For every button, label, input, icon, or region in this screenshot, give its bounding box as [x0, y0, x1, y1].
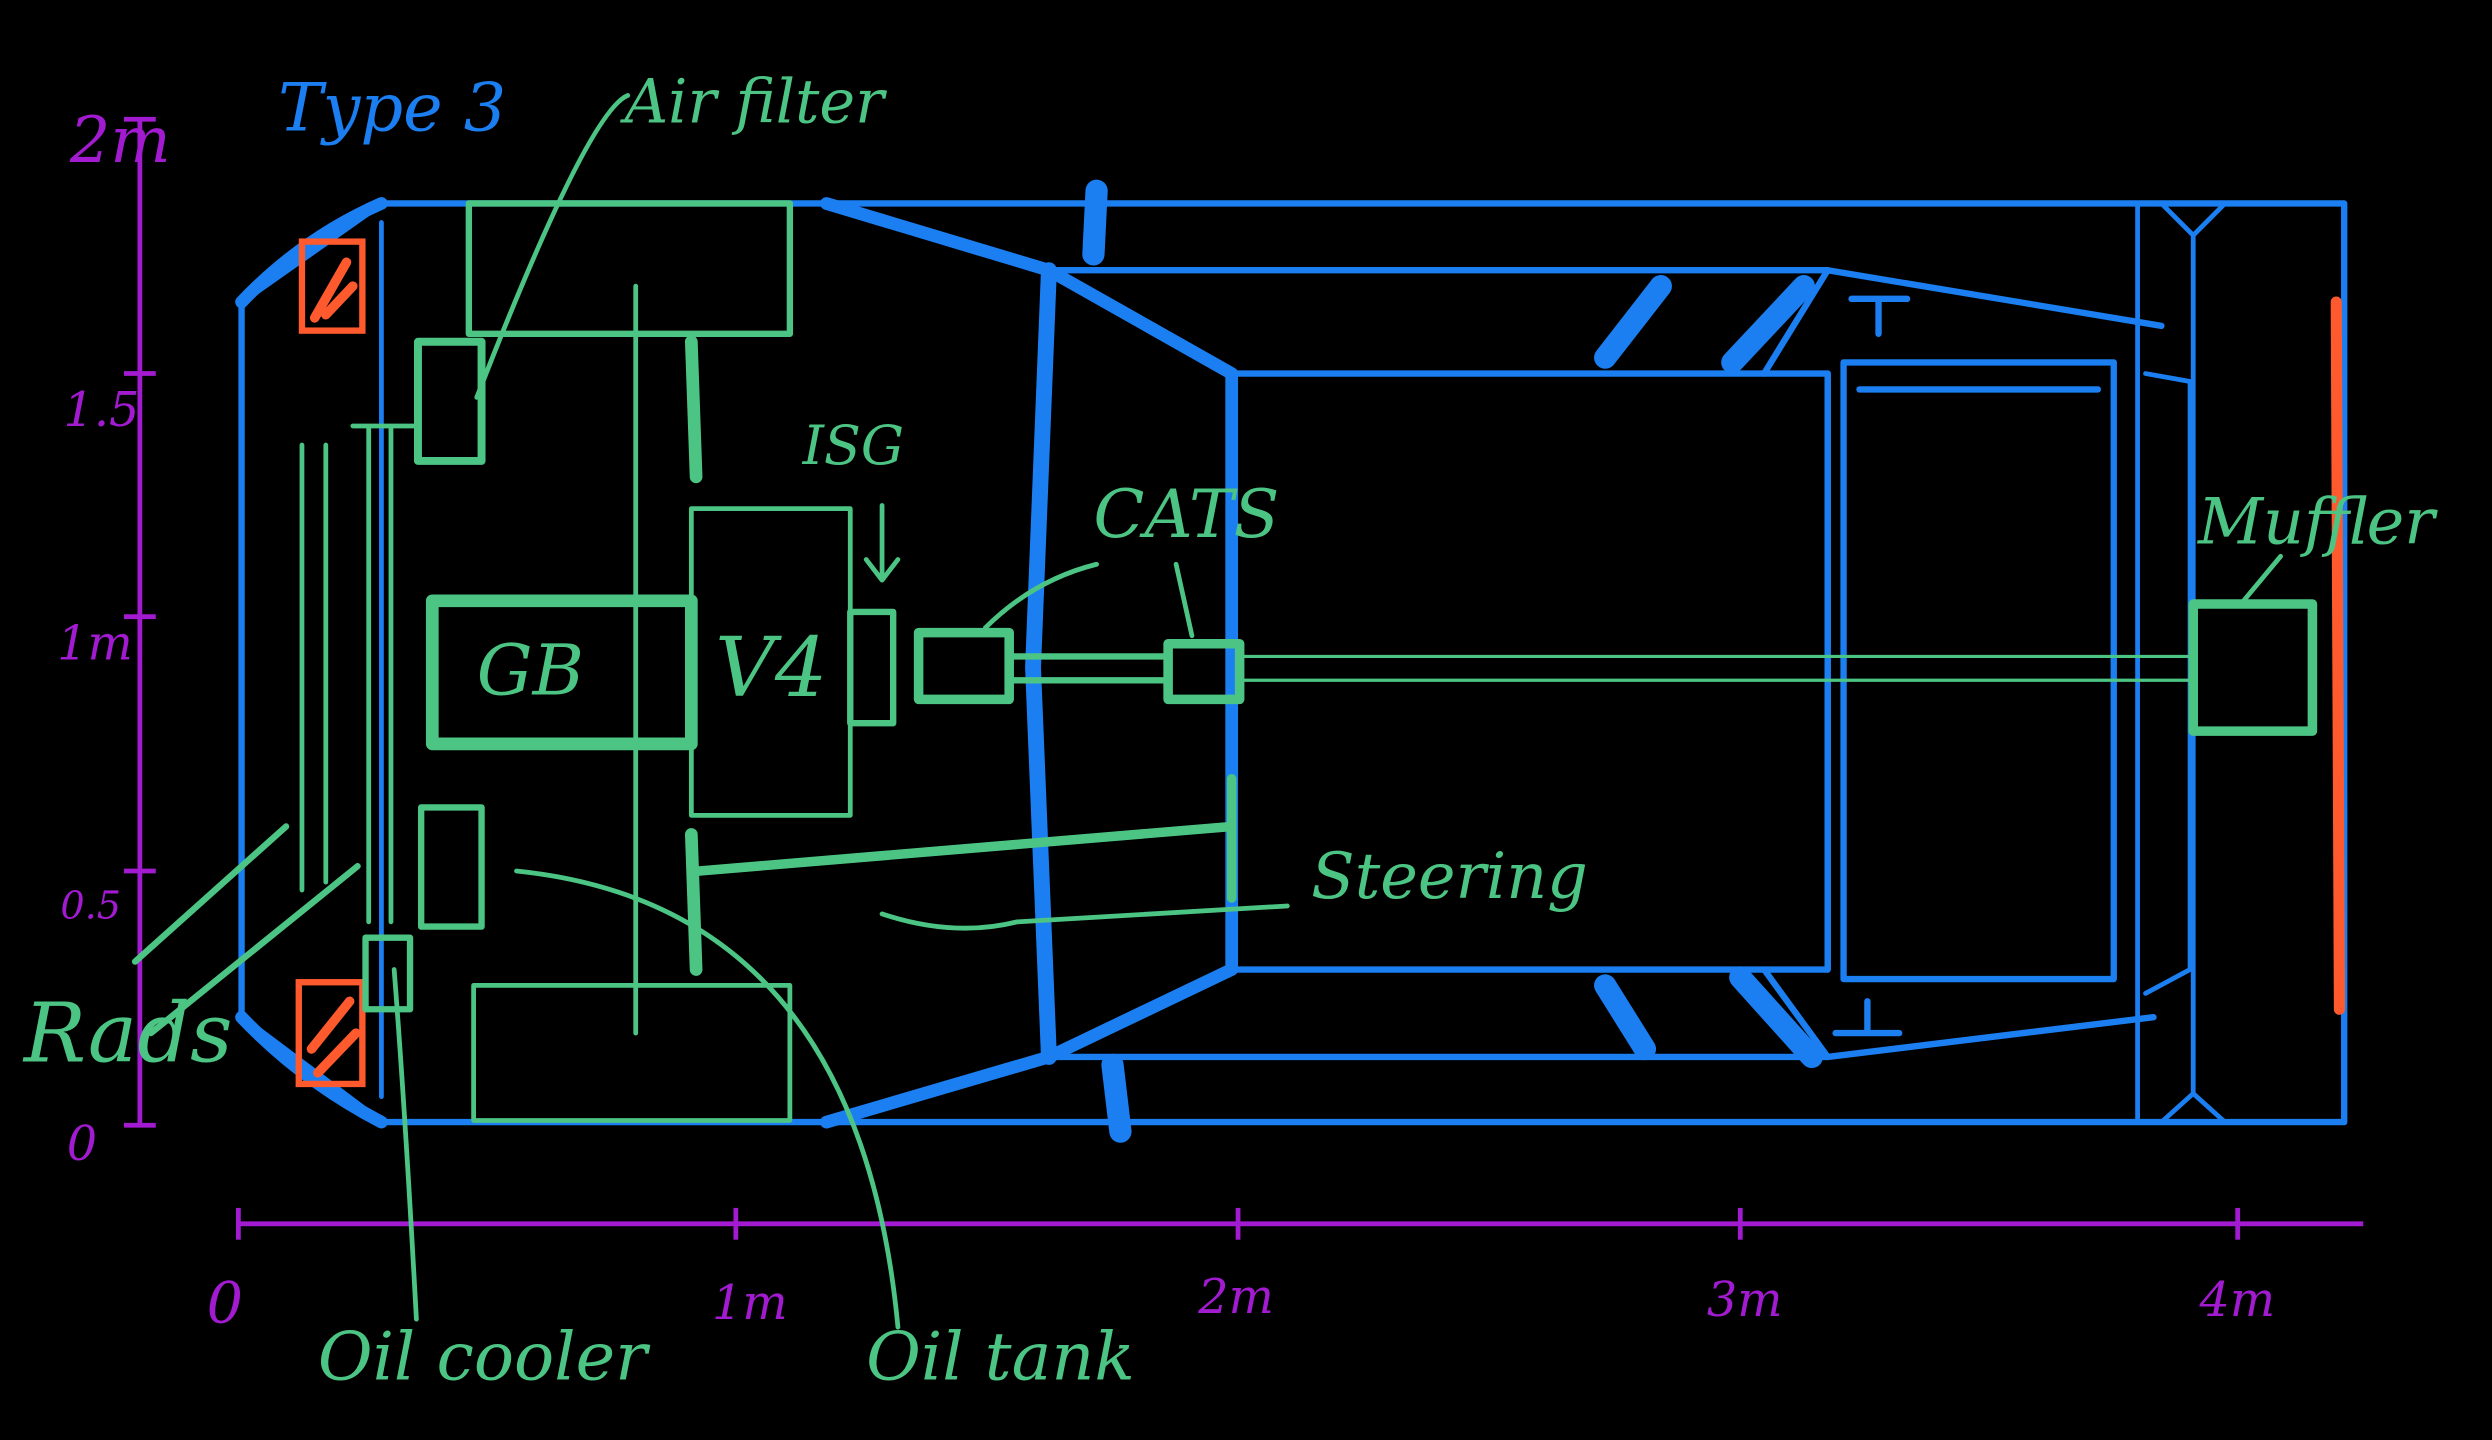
cabin [820, 179, 2165, 1143]
label-oil-tank: Oil tank [866, 1318, 1135, 1396]
label-v4: V4 [715, 620, 827, 716]
diagram-title: Type 3 [278, 68, 506, 146]
x-tick-4m: 4m [2199, 1273, 2276, 1328]
rear-bumper [2330, 296, 2345, 1015]
y-tick-1m: 1m [57, 617, 133, 672]
x-tick-1m: 1m [712, 1276, 788, 1331]
y-tick-0.5: 0.5 [60, 884, 121, 928]
radiator-front-left [298, 238, 366, 334]
label-oil-cooler: Oil cooler [318, 1318, 651, 1396]
steering-rack [694, 774, 1237, 903]
x-axis: 0 1m 2m 3m 4m [207, 1207, 2364, 1336]
components [131, 93, 2318, 1330]
radiators [295, 238, 2345, 1088]
air-filter-box [465, 200, 794, 337]
air-filter [414, 337, 486, 465]
y-tick-0: 0 [67, 1117, 97, 1172]
rear-box [471, 983, 793, 1123]
y-tick-1.5: 1.5 [64, 383, 140, 438]
cat-1 [913, 627, 1014, 705]
label-cats: CATS [1093, 475, 1279, 553]
radiator-front-right [295, 979, 366, 1088]
oil-tank [417, 804, 485, 930]
label-rads: Rads [22, 986, 233, 1082]
label-air-filter: Air filter [620, 67, 888, 137]
label-muffler: Muffler [2197, 485, 2438, 559]
label-steering: Steering [1311, 839, 1588, 913]
y-tick-2m: 2m [69, 103, 171, 177]
x-tick-2m: 2m [1197, 1270, 1274, 1325]
x-tick-3m: 3m [1707, 1273, 1783, 1328]
y-axis: 0 0.5 1m 1.5 2m [57, 103, 170, 1172]
muffler [2188, 599, 2318, 736]
cat-2 [1163, 638, 1245, 705]
x-tick-0: 0 [207, 1270, 243, 1336]
label-isg: ISG [802, 414, 904, 477]
gearbox [425, 594, 698, 751]
oil-cooler [362, 934, 414, 1013]
isg [847, 608, 897, 727]
label-gb: GB [477, 631, 584, 712]
